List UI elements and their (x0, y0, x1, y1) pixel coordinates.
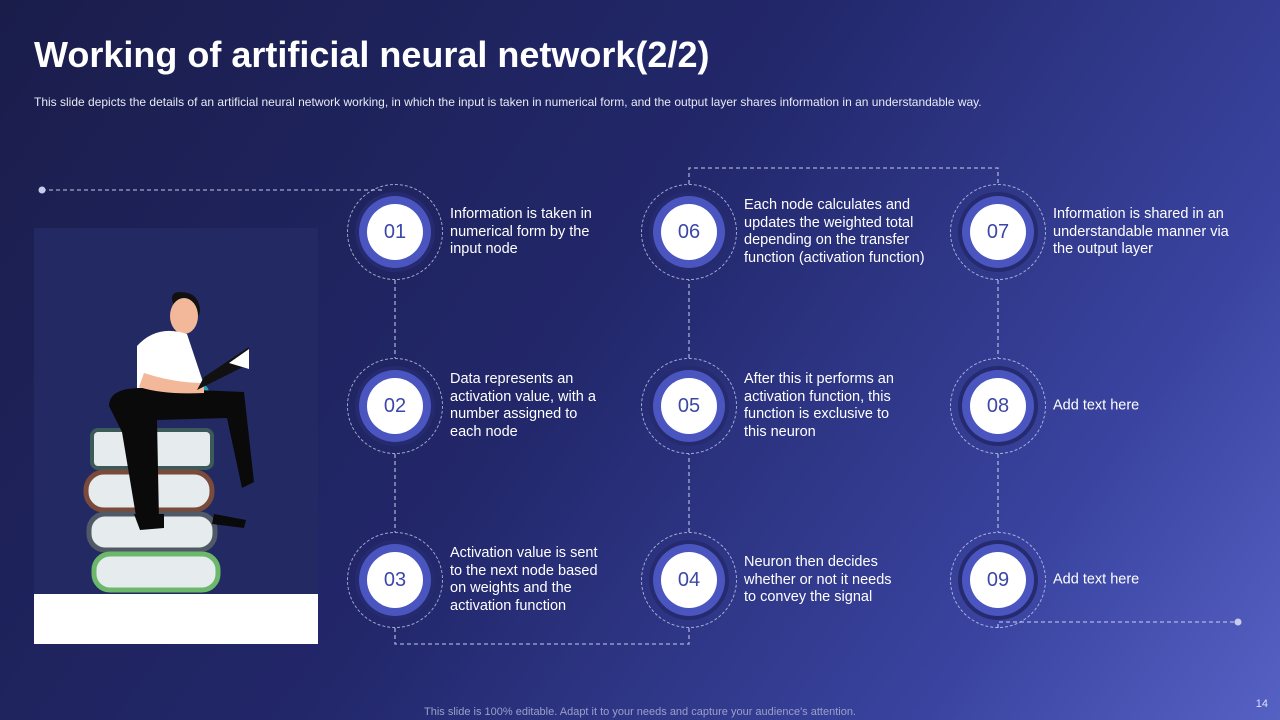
step-04-text: Neuron then decides whether or not it ne… (744, 553, 892, 605)
step-02-badge: 02 (347, 358, 443, 454)
step-09-badge: 09 (950, 532, 1046, 628)
step-05-text: After this it performs an activation fun… (744, 371, 894, 440)
step-08-text: Add text here (1053, 397, 1140, 414)
page-number: 14 (1255, 698, 1268, 710)
step-05-badge: 05 (641, 358, 737, 454)
footer-note: This slide is 100% editable. Adapt it to… (424, 706, 856, 718)
step-09-text: Add text here (1053, 571, 1140, 588)
step-01-text: Information is taken in numerical form b… (450, 205, 592, 257)
step-06-text: Each node calculates and updates the wei… (744, 197, 925, 266)
slide-subtitle: This slide depicts the details of an art… (34, 95, 982, 109)
step-04-badge: 04 (641, 532, 737, 628)
connector-start-dot (38, 186, 46, 194)
step-07-badge: 07 (950, 184, 1046, 280)
step-07-text: Information is shared in an understandab… (1053, 205, 1229, 257)
step-01-badge: 01 (347, 184, 443, 280)
connector-end-dot (1234, 618, 1242, 626)
man-reading-on-books-illustration (34, 228, 318, 644)
slide-title: Working of artificial neural network(2/2… (34, 34, 710, 75)
step-03-badge: 03 (347, 532, 443, 628)
illustration-base (34, 594, 318, 644)
step-03-text: Activation value is sent to the next nod… (450, 545, 598, 614)
step-02-text: Data represents an activation value, wit… (450, 371, 596, 440)
step-08-badge: 08 (950, 358, 1046, 454)
step-06-badge: 06 (641, 184, 737, 280)
